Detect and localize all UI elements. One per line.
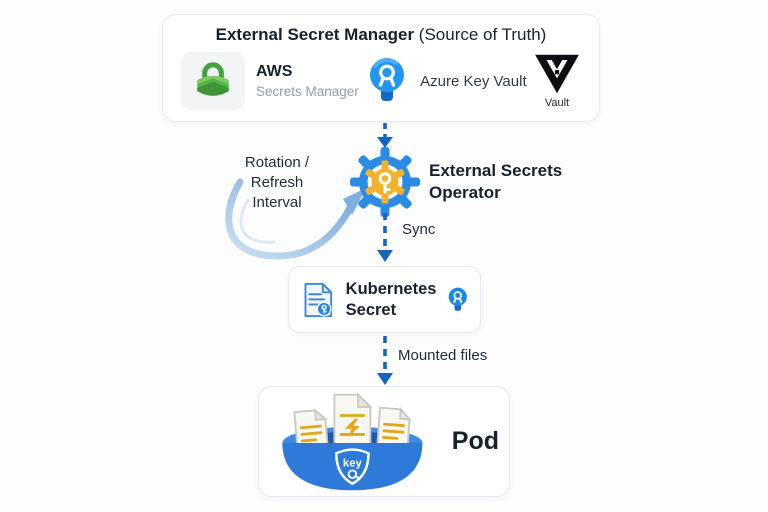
- aws-name: AWS: [256, 63, 293, 81]
- mounted-files-label: Mounted files: [398, 347, 488, 364]
- source-box-title-suffix: (Source of Truth): [414, 25, 547, 44]
- azure-label: Azure Key Vault: [420, 72, 527, 90]
- hashicorp-vault-icon: [535, 54, 579, 94]
- pod-label: Pod: [451, 427, 499, 455]
- source-box-title-main: External Secret Manager: [215, 25, 415, 44]
- eso-line2: Operator: [429, 183, 501, 203]
- source-box-title: External Secret Manager (Source of Truth…: [181, 25, 581, 45]
- azure-key-vault-icon: [370, 58, 405, 101]
- aws-subtitle: Secrets Manager: [256, 83, 359, 99]
- key-icon: [449, 287, 468, 311]
- kubernetes-secret-box: Kubernetes Secret: [288, 266, 481, 333]
- secret-file-middle: [333, 391, 373, 448]
- rotation-line2: Refresh: [250, 173, 304, 191]
- secret-document-icon: [304, 282, 333, 317]
- provider-azure: Azure Key Vault: [365, 55, 527, 107]
- arrow-source-to-operator: [377, 123, 393, 148]
- rotation-swoosh-arrow: [225, 178, 366, 260]
- rotation-refresh-label: Rotation / Refresh Interval: [220, 153, 334, 212]
- k8s-line1: Kubernetes: [345, 279, 437, 298]
- k8s-line2: Secret: [345, 300, 397, 319]
- key-shield-badge: key: [335, 447, 370, 485]
- pod-badge-text: key: [343, 457, 363, 469]
- provider-vault: Vault: [533, 53, 581, 109]
- kubernetes-secret-label: Kubernetes Secret: [346, 279, 437, 320]
- aws-text: AWS Secrets Manager: [256, 63, 359, 98]
- aws-icon-tile: [181, 52, 245, 110]
- external-secrets-operator-label: External Secrets Operator: [429, 160, 562, 204]
- vault-label: Vault: [544, 97, 570, 109]
- source-of-truth-box: External Secret Manager (Source of Truth…: [162, 14, 600, 122]
- aws-secrets-manager-icon: [197, 62, 229, 96]
- provider-row: AWS Secrets Manager Azure Key Vault: [181, 52, 581, 110]
- arrow-mounted-files: [377, 336, 393, 385]
- arrow-sync: [377, 213, 393, 262]
- pod-secrets-bowl-icon: key: [282, 391, 423, 490]
- secret-file-right: [376, 406, 412, 449]
- sync-label: Sync: [402, 221, 436, 238]
- pod-box: key Pod: [258, 386, 510, 497]
- external-secrets-operator-gear-icon: [350, 147, 420, 217]
- rotation-line1: Rotation /: [244, 154, 310, 171]
- eso-line1: External Secrets: [429, 161, 563, 180]
- provider-aws: AWS Secrets Manager: [181, 52, 359, 110]
- rotation-line3: Interval: [252, 193, 302, 211]
